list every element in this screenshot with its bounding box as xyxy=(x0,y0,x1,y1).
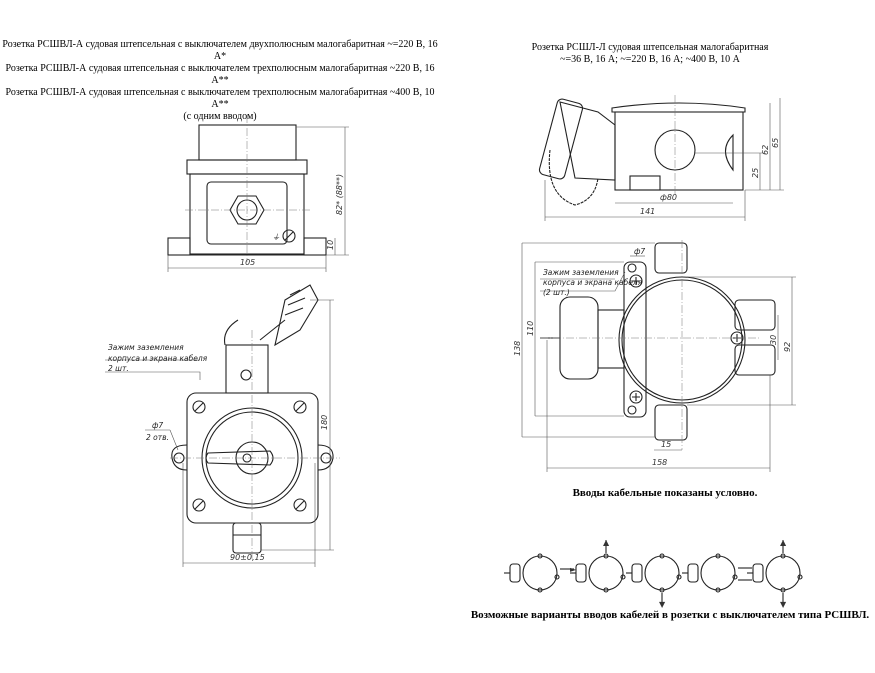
right-title-line: Розетка РСШЛ-Л судовая штепсельная малог… xyxy=(531,42,769,53)
right-title: Розетка РСШЛ-Л судовая штепсельная малог… xyxy=(500,42,800,66)
variant-sketch: ▲▼ xyxy=(747,538,803,609)
right-front-view: Зажим заземления корпуса и экрана кабеля… xyxy=(513,240,796,472)
left-title-line: Розетка РСШВЛ-А судовая штепсельная с вы… xyxy=(5,87,435,110)
svg-text:▲: ▲ xyxy=(603,538,610,547)
dim-height-outer: 138 xyxy=(513,341,522,356)
ground-symbol-icon: ⏚ xyxy=(272,233,280,242)
dim-glands-span: 92 xyxy=(783,342,792,352)
hole-dia: ф7 xyxy=(634,247,645,256)
dim-width: 141 xyxy=(640,207,655,216)
variant-sketch: ▼ xyxy=(626,553,682,609)
hole-dia: ф7 xyxy=(152,421,163,430)
dim-height: 180 xyxy=(320,415,329,430)
dim-glands-pitch: 30 xyxy=(769,335,778,345)
left-front-view: Зажим заземления корпуса и экрана кабеля… xyxy=(105,284,340,567)
left-title-line: (с одним вводом) xyxy=(183,111,257,122)
dim-dia: ф80 xyxy=(660,193,677,202)
left-title: Розетка РСШВЛ-А судовая штепсельная с вы… xyxy=(0,39,440,123)
right-title-line: ~=36 В, 16 А; ~=220 В, 16 А; ~400 В, 10 … xyxy=(560,54,740,65)
dim-height-inner: 110 xyxy=(526,321,535,336)
svg-text:▲: ▲ xyxy=(780,538,787,547)
dim-width: 90±0,15 xyxy=(230,553,265,562)
note-inputs: Вводы кабельные показаны условно. xyxy=(572,487,758,499)
cable-entry-variants: ►▲▼▲▼ xyxy=(504,538,803,609)
dim-width: 105 xyxy=(240,258,255,267)
ground-label-line: 2 шт. xyxy=(108,364,129,373)
dim-base: 10 xyxy=(326,240,335,250)
dim-h3: 25 xyxy=(751,168,760,178)
svg-text:►: ► xyxy=(570,565,577,574)
cap-icon xyxy=(538,98,616,206)
svg-text:▼: ▼ xyxy=(659,600,666,609)
screw-icon xyxy=(627,263,744,415)
variant-sketch xyxy=(682,553,752,593)
ground-label-line: Зажим заземления xyxy=(108,343,184,352)
ground-label-line: корпуса и экрана кабеля xyxy=(543,278,643,287)
left-title-line: Розетка РСШВЛ-А судовая штепсельная с вы… xyxy=(5,63,435,86)
dim-height: 82* (88**) xyxy=(335,174,344,215)
dim-h1: 62 xyxy=(761,145,770,155)
dim-h2: 65 xyxy=(771,138,780,148)
ground-label-line: (2 шт.) xyxy=(543,288,570,297)
ground-label-line: Зажим заземления xyxy=(543,268,619,277)
variant-sketch: ▲ xyxy=(570,538,626,593)
variant-sketch: ► xyxy=(504,553,577,593)
hole-count: 2 отв. xyxy=(146,433,169,442)
screw-icon xyxy=(192,400,307,512)
svg-text:▼: ▼ xyxy=(780,600,787,609)
left-top-view: ⏚ 105 82* (88**) 10 xyxy=(167,115,349,272)
dim-width: 158 xyxy=(652,458,667,467)
note-variants: Возможные варианты вводов кабелей в розе… xyxy=(470,609,870,621)
ground-label-line: корпуса и экрана кабеля xyxy=(108,354,208,363)
left-title-line: Розетка РСШВЛ-А судовая штепсельная с вы… xyxy=(2,39,438,62)
right-side-view: 141 ф80 25 62 65 xyxy=(538,95,784,221)
dim-offset: 15 xyxy=(661,440,671,449)
